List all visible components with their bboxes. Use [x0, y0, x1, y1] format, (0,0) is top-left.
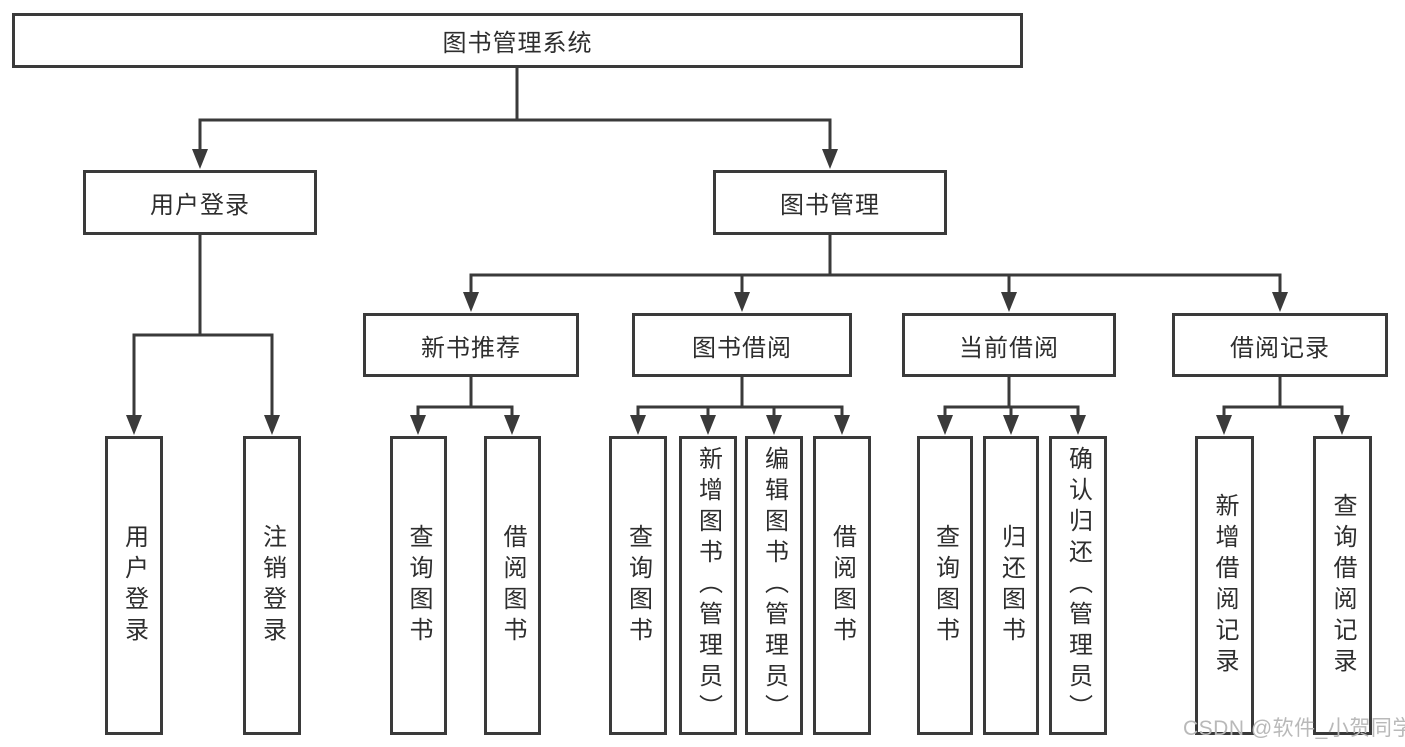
node-book-management-label: 图书管理 [780, 192, 880, 219]
node-library-management-system: 图书管理系统 [12, 13, 1023, 68]
leaf-confirm-return-admin-label: 确认归还（管理员） [1064, 446, 1092, 725]
leaf-edit-book-admin-label: 编辑图书（管理员） [760, 446, 788, 725]
node-new-book-recommendation-label: 新书推荐 [421, 334, 521, 362]
leaf-edit-book-admin: 编辑图书（管理员） [745, 436, 803, 735]
leaf-borrow-books-recommend-label: 借阅图书 [499, 523, 526, 648]
node-library-management-system-label: 图书管理系统 [442, 30, 593, 57]
node-user-login-label: 用户登录 [150, 192, 250, 219]
leaf-add-borrow-record-label: 新增借阅记录 [1211, 492, 1238, 679]
leaf-user-login-label: 用户登录 [120, 523, 148, 648]
node-book-borrowing-label: 图书借阅 [692, 334, 792, 362]
leaf-borrow-books-label: 借阅图书 [828, 523, 856, 648]
node-user-login: 用户登录 [83, 170, 317, 235]
leaf-add-book-admin-label: 新增图书（管理员） [694, 446, 722, 725]
leaf-query-borrow-record: 查询借阅记录 [1313, 436, 1372, 735]
node-borrowing-records-label: 借阅记录 [1230, 334, 1330, 362]
leaf-query-borrow-record-label: 查询借阅记录 [1329, 492, 1356, 679]
node-borrowing-records: 借阅记录 [1172, 313, 1388, 377]
leaf-query-books-recommend-label: 查询图书 [405, 523, 432, 648]
leaf-query-books-borrow: 查询图书 [609, 436, 667, 735]
leaf-return-books-label: 归还图书 [997, 523, 1025, 648]
node-current-borrowing-label: 当前借阅 [959, 334, 1059, 362]
node-new-book-recommendation: 新书推荐 [363, 313, 579, 377]
leaf-user-login: 用户登录 [105, 436, 163, 735]
leaf-query-books-borrow-label: 查询图书 [624, 523, 652, 648]
leaf-add-borrow-record: 新增借阅记录 [1195, 436, 1254, 735]
leaf-add-book-admin: 新增图书（管理员） [679, 436, 737, 735]
node-current-borrowing: 当前借阅 [902, 313, 1116, 377]
leaf-confirm-return-admin: 确认归还（管理员） [1049, 436, 1107, 735]
leaf-logout-login-label: 注销登录 [258, 523, 286, 648]
leaf-query-books-current-label: 查询图书 [931, 523, 959, 648]
leaf-borrow-books-recommend: 借阅图书 [484, 436, 541, 735]
leaf-query-books-recommend: 查询图书 [390, 436, 447, 735]
leaf-logout-login: 注销登录 [243, 436, 301, 735]
leaf-return-books: 归还图书 [983, 436, 1039, 735]
node-book-management: 图书管理 [713, 170, 947, 235]
node-book-borrowing: 图书借阅 [632, 313, 852, 377]
leaf-query-books-current: 查询图书 [917, 436, 973, 735]
csdn-watermark: CSDN @软件_小贺同学 [1183, 717, 1405, 740]
leaf-borrow-books: 借阅图书 [813, 436, 871, 735]
